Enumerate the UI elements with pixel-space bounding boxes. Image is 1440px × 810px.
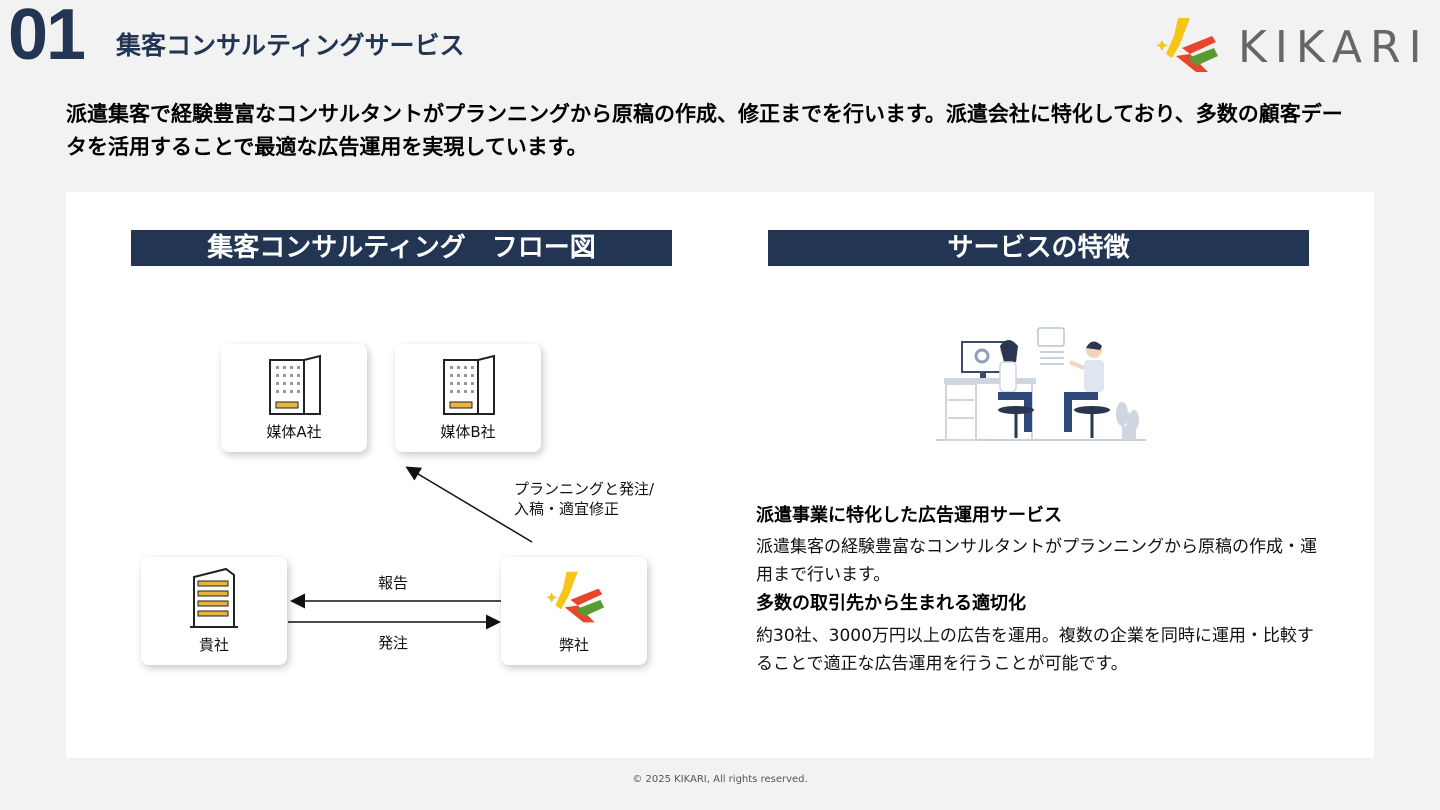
kikari-logo: KIKARI [1156,14,1422,78]
kikari-logo-mark-icon [1156,18,1218,72]
content-panel: 集客コンサルティング フロー図 サービスの特徴 媒体A社 [66,192,1374,758]
office-building-icon [190,567,238,628]
our-company-card: 弊社 [501,557,647,665]
building-icon [269,354,321,415]
feature-body-1: 派遣集客の経験豊富なコンサルタントがプランニングから原稿の作成・運用まで行います… [756,537,1317,585]
planning-arrow [405,466,533,543]
flow-diagram-header: 集客コンサルティング フロー図 [131,230,672,266]
section-title: 集客コンサルティングサービス [116,31,465,60]
client-card: 貴社 [141,557,287,665]
planning-label-line2: 入稿・適宜修正 [514,500,620,518]
feature-heading-1: 派遣事業に特化した広告運用サービス [756,505,1062,526]
our-company-label: 弊社 [558,636,589,654]
lead-text: 派遣集客で経験豊富なコンサルタントがプランニングから原稿の作成、修正までを行いま… [66,102,1343,159]
logo-wordmark: KIKARI [1238,22,1430,73]
order-label: 発注 [378,634,409,652]
flow-arrows [288,466,533,630]
planning-label: プランニングと発注/ 入稿・適宜修正 [514,479,654,519]
kikari-mark-icon [546,571,605,623]
feature-body-2: 約30社、3000万円以上の広告を運用。複数の企業を同時に運用・比較することで適… [756,626,1314,674]
media-a-label: 媒体A社 [266,423,322,441]
media-a-card: 媒体A社 [221,344,367,452]
building-icon [443,354,495,415]
features-header: サービスの特徴 [768,230,1309,266]
copyright: © 2025 KIKARI, All rights reserved. [632,774,808,785]
report-label: 報告 [378,574,409,592]
client-label: 貴社 [198,636,229,654]
planning-label-line1: プランニングと発注/ [514,480,655,498]
media-b-label: 媒体B社 [440,423,496,441]
consulting-illustration [936,327,1146,441]
section-number: 01 [8,0,86,75]
media-b-card: 媒体B社 [395,344,541,452]
feature-heading-2: 多数の取引先から生まれる適切化 [756,593,1026,614]
